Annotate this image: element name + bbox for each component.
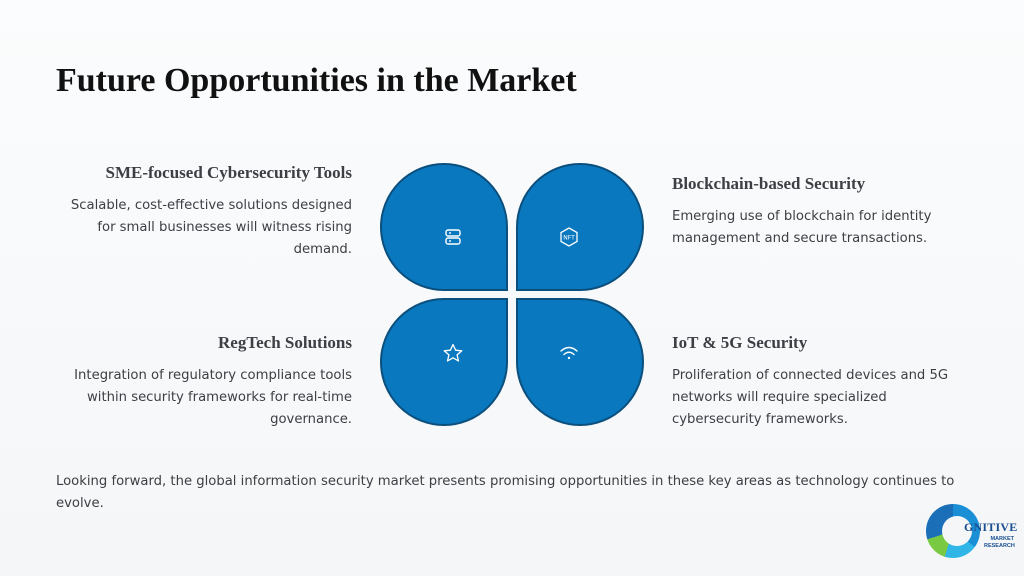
opportunity-description: Scalable, cost-effective solutions desig… xyxy=(70,198,352,257)
wifi-icon xyxy=(560,346,578,360)
company-logo: GNITIVE MARKET RESEARCH xyxy=(924,502,1018,562)
svg-text:NFT: NFT xyxy=(563,235,575,242)
opportunity-title: SME-focused Cybersecurity Tools xyxy=(105,163,353,182)
logo-subtitle: MARKET RESEARCH xyxy=(984,536,1015,549)
opportunity-regtech: RegTech Solutions Integration of regulat… xyxy=(52,333,352,431)
logo-hole xyxy=(942,516,972,546)
opportunity-iot: IoT & 5G Security Proliferation of conne… xyxy=(672,333,972,431)
nft-icon: NFT xyxy=(560,227,578,247)
opportunity-description: Integration of regulatory compliance too… xyxy=(74,368,352,427)
opportunity-sme: SME-focused Cybersecurity Tools Scalable… xyxy=(52,163,352,261)
server-icon xyxy=(445,229,461,245)
logo-brand: GNITIVE xyxy=(964,520,1018,534)
opportunity-title: Blockchain-based Security xyxy=(672,174,866,193)
opportunity-description: Emerging use of blockchain for identity … xyxy=(672,209,932,246)
opportunity-title: RegTech Solutions xyxy=(218,333,352,352)
footer-text: Looking forward, the global information … xyxy=(56,474,955,511)
opportunity-blockchain: Blockchain-based Security Emerging use o… xyxy=(672,174,972,250)
star-icon xyxy=(443,343,463,362)
page-title: Future Opportunities in the Market xyxy=(56,62,577,99)
opportunity-description: Proliferation of connected devices and 5… xyxy=(672,368,949,427)
petal-bottom-left xyxy=(380,298,508,426)
petal-top-left xyxy=(380,163,508,291)
petal-bottom-right xyxy=(516,298,644,426)
opportunity-title: IoT & 5G Security xyxy=(672,333,808,352)
petal-top-right xyxy=(516,163,644,291)
